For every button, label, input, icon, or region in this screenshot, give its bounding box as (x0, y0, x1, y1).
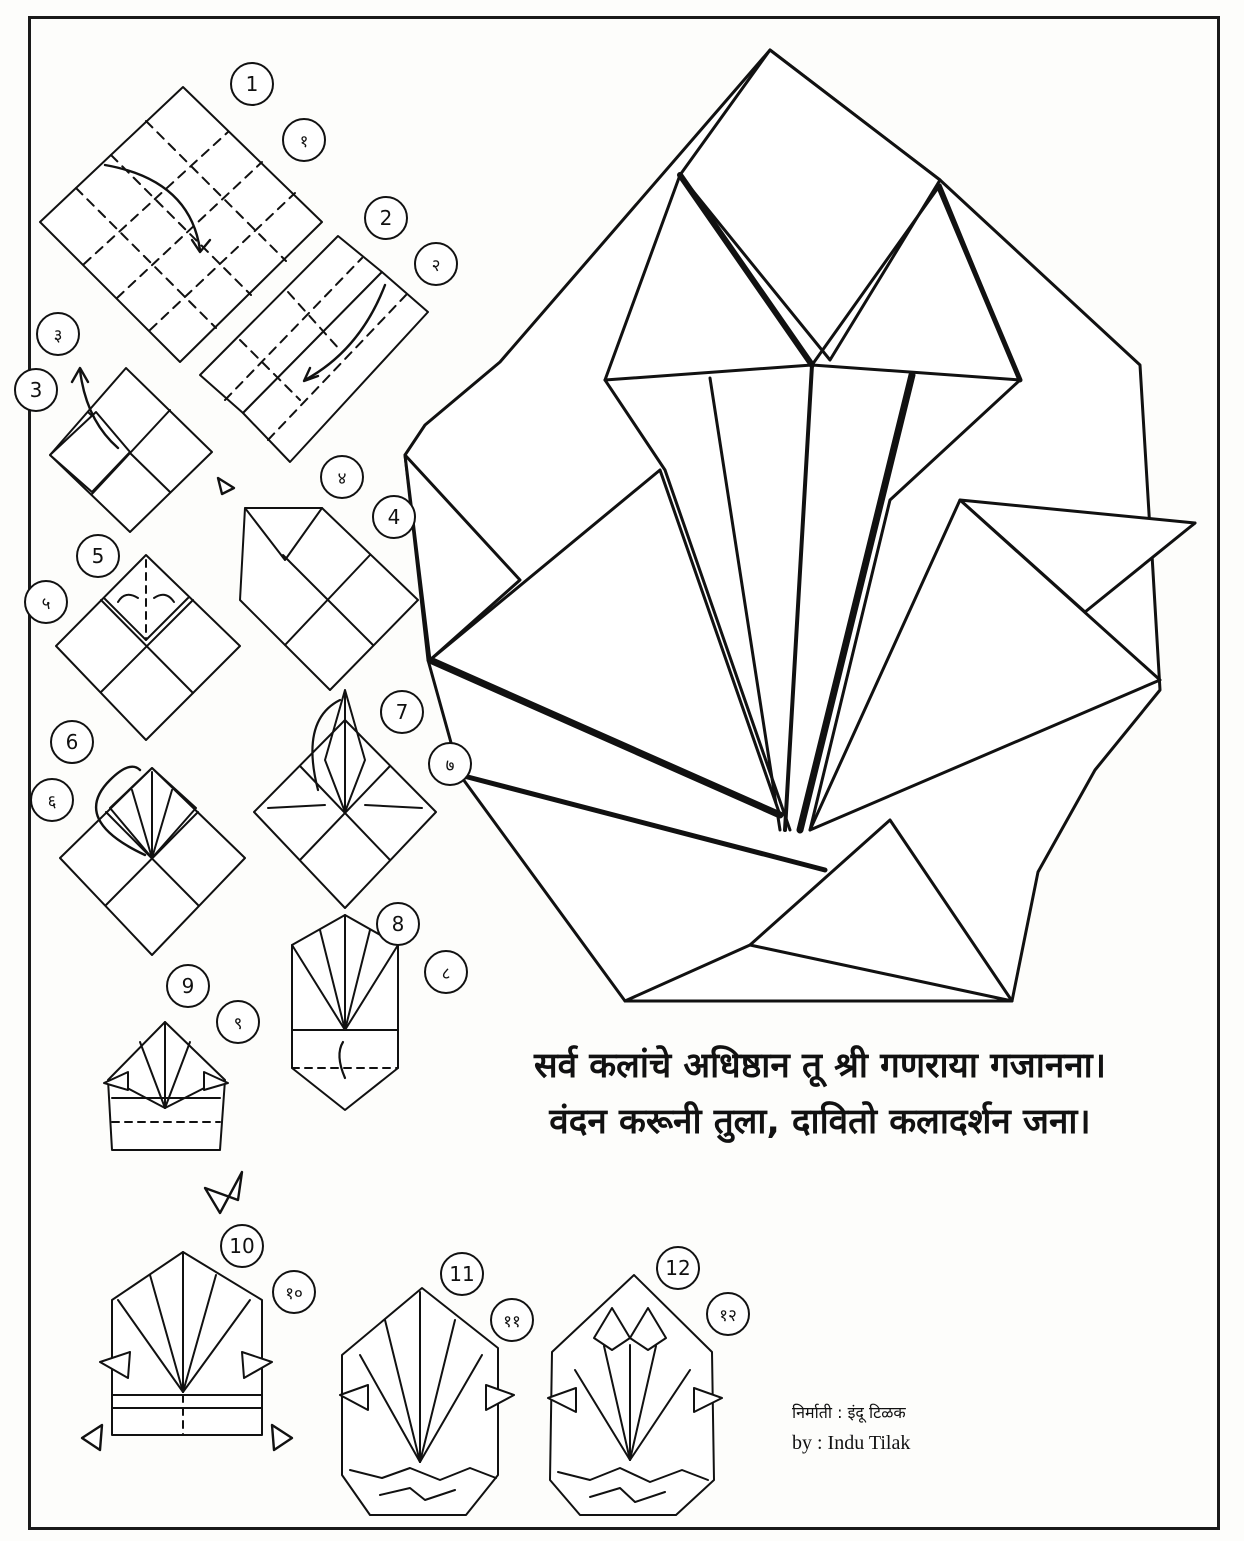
step-10-badge: 10 (220, 1224, 264, 1268)
step-11-diagram (340, 1288, 514, 1515)
step-12-badge: 12 (656, 1246, 700, 1290)
step-7-badge-devanagari: ७ (428, 742, 472, 786)
step-11-badge: 11 (440, 1252, 484, 1296)
step-8-badge-devanagari: ८ (424, 950, 468, 994)
step-4-badge-devanagari: ४ (320, 455, 364, 499)
step-5-diagram (56, 555, 240, 740)
step-3-badge: 3 (14, 368, 58, 412)
credit-marathi: निर्माती : इंदू टिळक (792, 1398, 910, 1428)
step-6-badge-devanagari: ६ (30, 778, 74, 822)
step-8-badge: 8 (376, 902, 420, 946)
credit-english: by : Indu Tilak (792, 1428, 910, 1458)
verse-line-1: सर्व कलांचे अधिष्ठान तू श्री गणराया गजान… (470, 1038, 1170, 1094)
step-1-badge-devanagari: १ (282, 118, 326, 162)
step-12-badge-devanagari: १२ (706, 1292, 750, 1336)
step-10-diagram (82, 1252, 292, 1450)
step-12-diagram (548, 1275, 722, 1515)
step-9-diagram (104, 1022, 228, 1150)
credit: निर्माती : इंदू टिळक by : Indu Tilak (792, 1398, 910, 1458)
turn-over-arrow-icon (205, 1172, 242, 1213)
step-4-badge: 4 (372, 495, 416, 539)
marathi-verse: सर्व कलांचे अधिष्ठान तू श्री गणराया गजान… (470, 1038, 1170, 1150)
finished-ganesha-model (405, 50, 1195, 1001)
step-3-badge-devanagari: ३ (36, 312, 80, 356)
step-10-badge-devanagari: १० (272, 1270, 316, 1314)
step-11-badge-devanagari: ११ (490, 1298, 534, 1342)
step-8-diagram (292, 915, 398, 1110)
step-2-badge-devanagari: २ (414, 242, 458, 286)
step-5-badge-devanagari: ५ (24, 580, 68, 624)
step-6-badge: 6 (50, 720, 94, 764)
step-1-badge: 1 (230, 62, 274, 106)
verse-line-2: वंदन करूनी तुला, दावितो कलादर्शन जना। (470, 1094, 1170, 1150)
step-2-badge: 2 (364, 196, 408, 240)
step-5-badge: 5 (76, 534, 120, 578)
step-3-diagram (50, 368, 212, 532)
step-6-diagram (60, 767, 245, 955)
step-7-badge: 7 (380, 690, 424, 734)
step-9-badge: 9 (166, 964, 210, 1008)
step-9-badge-devanagari: ९ (216, 1000, 260, 1044)
